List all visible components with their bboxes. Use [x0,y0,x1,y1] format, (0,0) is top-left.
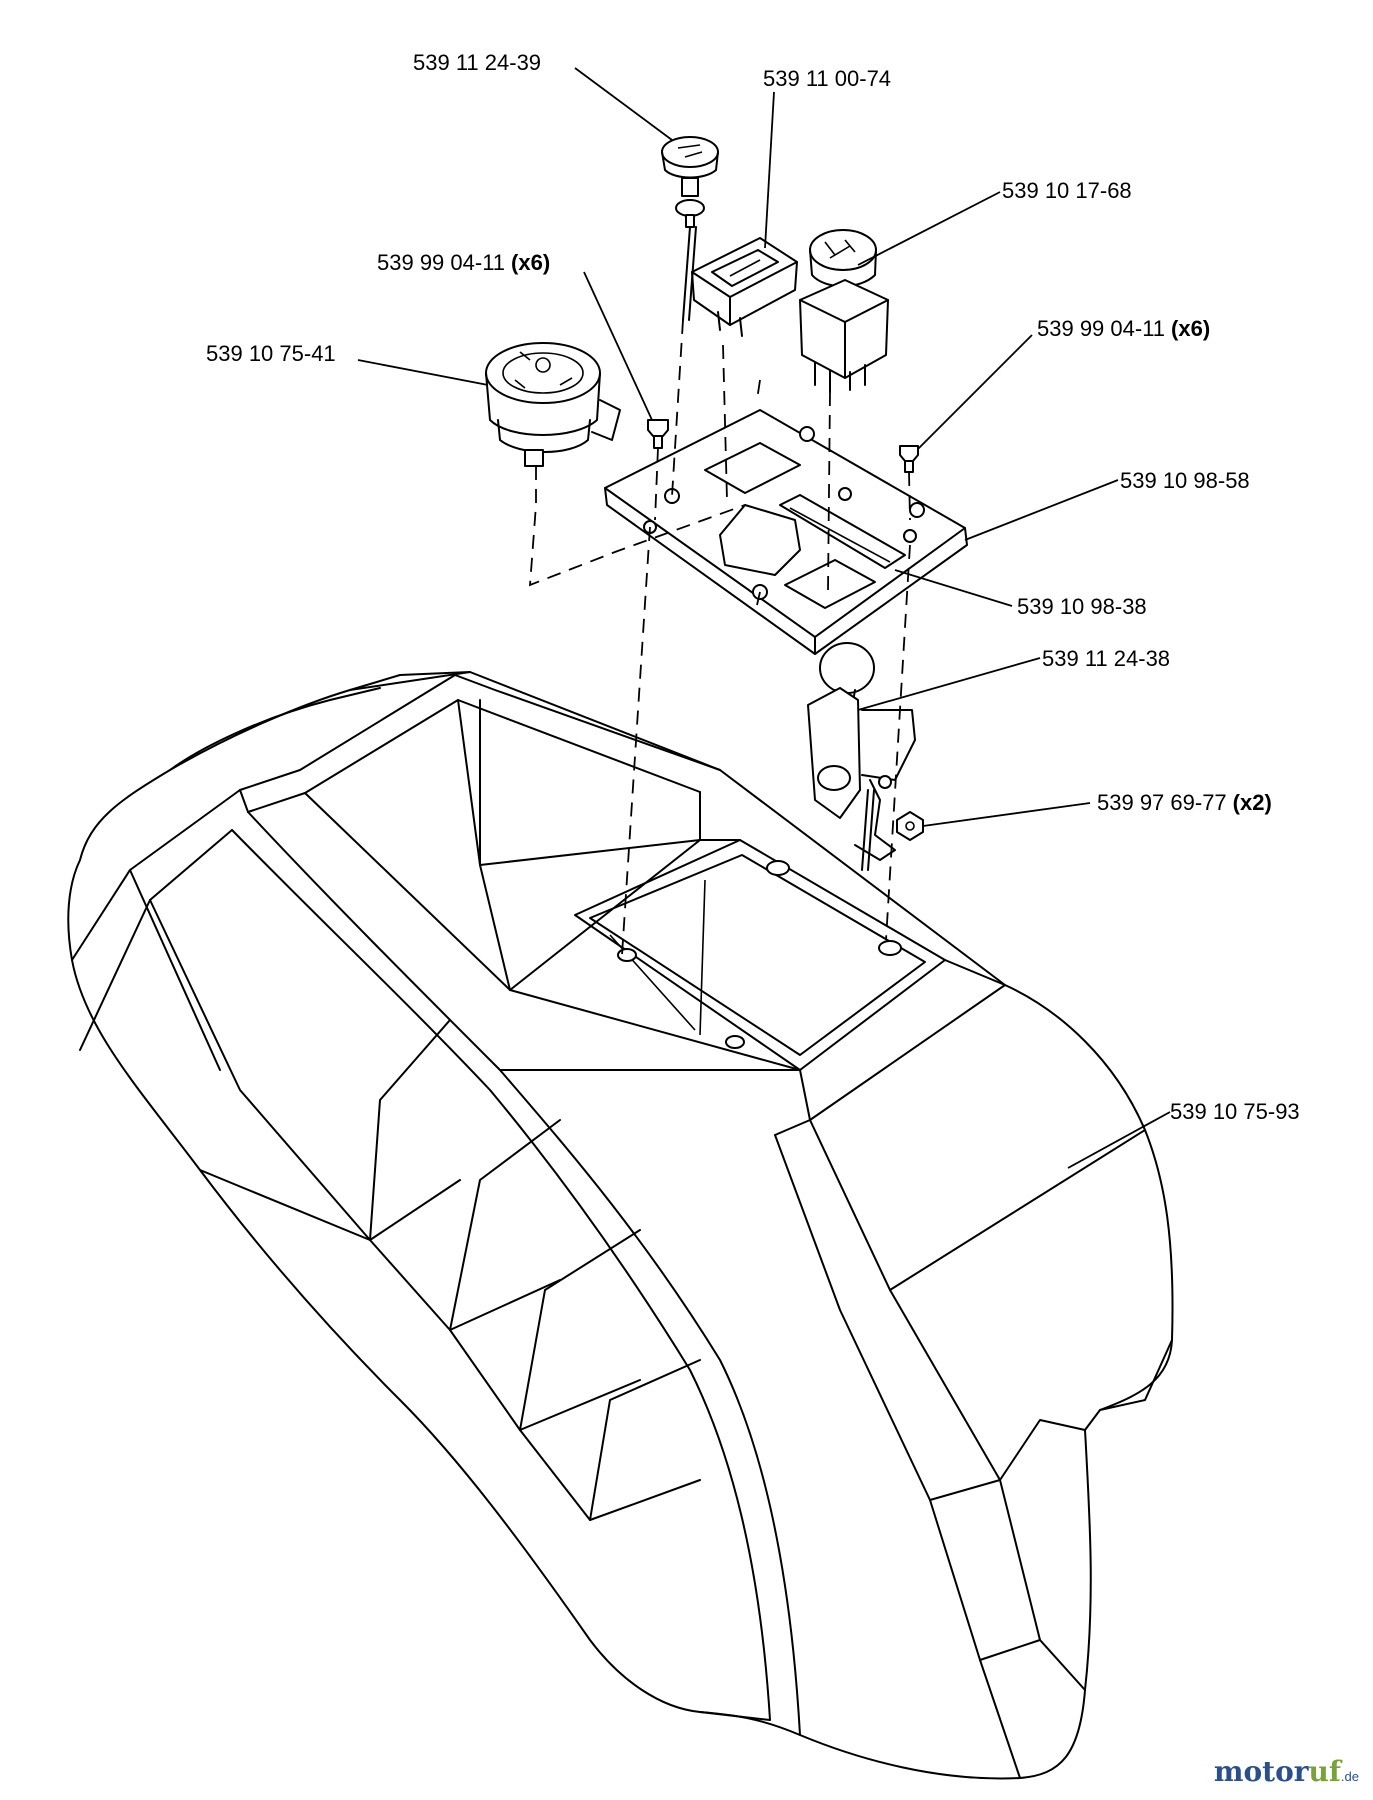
part-quantity: (x2) [1232,790,1272,815]
part-label-dash-plate: 539 10 98-58 [1120,470,1250,492]
screw-left-drawing [647,419,669,449]
part-number: 539 97 69-77 [1097,790,1227,815]
part-label-ignition-switch: 539 10 75-41 [206,343,336,365]
part-quantity: (x6) [1171,316,1211,341]
part-number: 539 10 98-58 [1120,468,1250,493]
part-label-hood-console: 539 10 75-93 [1170,1101,1300,1123]
part-number: 539 99 04-11 [1037,316,1166,341]
part-number: 539 10 98-38 [1017,594,1147,619]
part-number: 539 10 75-93 [1170,1099,1300,1124]
part-label-knob: 539 11 24-39 [413,52,541,74]
part-number: 539 11 00-74 [763,66,892,91]
brand-accent: uf [1308,1755,1341,1788]
part-number: 539 11 24-39 [413,50,542,75]
part-quantity: (x6) [511,250,551,275]
part-number: 539 11 24-38 [1042,646,1171,671]
part-number: 539 10 17-68 [1002,178,1132,203]
part-label-throttle-lever: 539 11 24-38 [1042,648,1170,670]
leader-lines [357,67,1171,1169]
ignition-switch-drawing [485,342,621,467]
brand-watermark: motoruf.de [1214,1758,1359,1786]
rocker-switch-drawing [691,237,798,337]
pto-switch-drawing [799,229,889,393]
part-label-screw-right: 539 99 04-11(x6) [1037,318,1210,340]
part-label-plate-insert: 539 10 98-38 [1017,596,1147,618]
nut-drawing [896,811,924,841]
brand-main: motor [1213,1755,1309,1788]
throttle-lever-drawing [807,642,916,871]
hood-console-drawing [67,671,1174,1780]
part-label-screw-left: 539 99 04-11(x6) [377,252,550,274]
part-label-rocker-switch: 539 11 00-74 [763,68,891,90]
part-number: 539 99 04-11 [377,250,506,275]
part-label-pto-switch: 539 10 17-68 [1002,180,1132,202]
part-label-nut: 539 97 69-77(x2) [1097,792,1272,814]
brand-suffix: .de [1340,1769,1359,1784]
knob-drawing [661,136,719,321]
assembly-lines [528,319,911,956]
screw-right-drawing [899,445,919,473]
part-number: 539 10 75-41 [206,341,336,366]
